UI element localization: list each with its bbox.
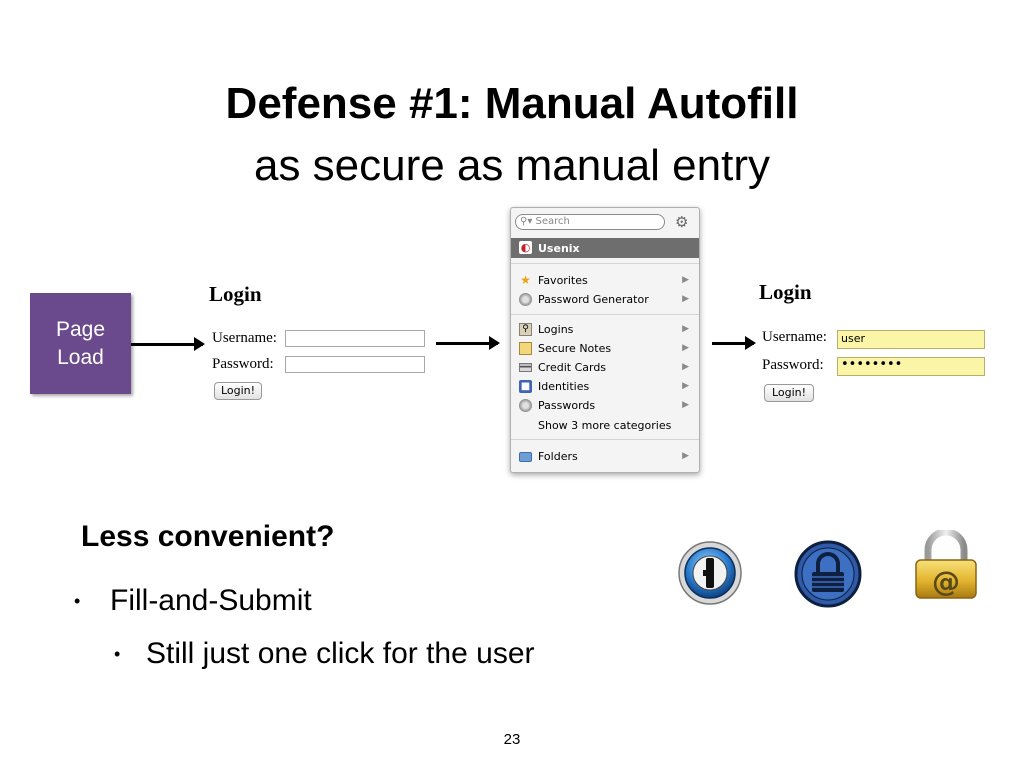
less-convenient-heading: Less convenient?: [81, 520, 335, 553]
slide-title: Defense #1: Manual Autofill: [225, 79, 799, 128]
popup-item-favorites[interactable]: ★ Favorites ▶: [511, 271, 699, 290]
page-load-line1: Page: [55, 317, 106, 341]
popup-item-label: Identities: [538, 380, 590, 393]
login-form-filled: Login Username: user Password: •••••••• …: [759, 278, 999, 403]
svg-text:@: @: [932, 565, 960, 598]
password-input[interactable]: [285, 356, 425, 373]
search-icon: ⚲▾: [520, 216, 533, 227]
popup-selected-label: Usenix: [538, 242, 580, 255]
arrow-right-3: [712, 336, 756, 350]
keepass-logo-icon: [794, 540, 862, 608]
popup-item-passwords[interactable]: Passwords ▶: [511, 396, 699, 415]
chevron-right-icon: ▶: [682, 451, 689, 461]
page-load-line2: Load: [57, 345, 104, 369]
login-button[interactable]: Login!: [764, 384, 814, 402]
chevron-right-icon: ▶: [682, 294, 689, 304]
usenix-favicon-icon: ◐: [519, 241, 532, 254]
popup-item-label: Logins: [538, 323, 574, 336]
username-input[interactable]: [285, 330, 425, 347]
popup-item-password-generator[interactable]: Password Generator ▶: [511, 290, 699, 309]
gear-icon[interactable]: ⚙: [675, 213, 689, 231]
show-more-label: Show 3 more categories: [538, 419, 672, 432]
popup-item-logins[interactable]: ⚲ Logins ▶: [511, 320, 699, 339]
page-load-box: Page Load: [30, 293, 131, 394]
login-title: Login: [759, 280, 812, 304]
popup-search-input[interactable]: ⚲▾ Search: [515, 214, 665, 230]
popup-item-secure-notes[interactable]: Secure Notes ▶: [511, 339, 699, 358]
arrow-right-1: [131, 337, 205, 351]
search-placeholder: Search: [535, 216, 570, 227]
bullet-fill-and-submit: Fill-and-Submit: [110, 584, 312, 617]
chevron-right-icon: ▶: [682, 400, 689, 410]
note-icon: [519, 342, 532, 355]
username-label: Username:: [212, 330, 277, 346]
star-icon: ★: [520, 273, 531, 287]
bullet-one-click: Still just one click for the user: [146, 637, 535, 670]
generator-icon: [519, 293, 532, 306]
login-button[interactable]: Login!: [214, 382, 262, 400]
popup-separator: [511, 439, 699, 440]
arrow-right-2: [436, 336, 500, 350]
popup-item-label: Credit Cards: [538, 361, 607, 374]
popup-separator: [511, 314, 699, 315]
popup-item-label: Folders: [538, 450, 578, 463]
password-input[interactable]: ••••••••: [837, 357, 985, 376]
login-form-empty: Login Username: Password: Login!: [209, 280, 439, 405]
username-label: Username:: [762, 329, 827, 345]
popup-item-label: Passwords: [538, 399, 596, 412]
login-key-icon: ⚲: [519, 323, 532, 336]
folder-icon: [519, 452, 532, 462]
popup-separator: [511, 263, 699, 264]
chevron-right-icon: ▶: [682, 343, 689, 353]
onepassword-logo-icon: [678, 541, 742, 605]
popup-item-credit-cards[interactable]: Credit Cards ▶: [511, 358, 699, 377]
popup-item-identities[interactable]: ■ Identities ▶: [511, 377, 699, 396]
password-label: Password:: [212, 356, 274, 372]
password-label: Password:: [762, 357, 824, 373]
credit-card-icon: [519, 363, 532, 372]
popup-item-label: Secure Notes: [538, 342, 612, 355]
bullet-dot: •: [114, 644, 121, 664]
username-input[interactable]: user: [837, 330, 985, 349]
keychain-lock-logo-icon: @: [915, 530, 977, 599]
chevron-right-icon: ▶: [682, 381, 689, 391]
page-number: 23: [503, 731, 521, 748]
chevron-right-icon: ▶: [682, 324, 689, 334]
popup-item-folders[interactable]: Folders ▶: [511, 447, 699, 466]
popup-item-label: Favorites: [538, 274, 588, 287]
identity-icon: ■: [519, 380, 532, 393]
bullet-dot: •: [74, 591, 81, 611]
slide-subtitle: as secure as manual entry: [253, 141, 771, 190]
chevron-right-icon: ▶: [682, 275, 689, 285]
popup-item-usenix[interactable]: ◐ Usenix: [511, 238, 699, 258]
passwords-icon: [519, 399, 532, 412]
popup-item-label: Password Generator: [538, 293, 649, 306]
autofill-popup: ⚲▾ Search ⚙ ◐ Usenix ★ Favorites ▶ Passw…: [510, 207, 700, 473]
popup-show-more[interactable]: Show 3 more categories: [511, 416, 699, 435]
chevron-right-icon: ▶: [682, 362, 689, 372]
login-title: Login: [209, 282, 262, 306]
